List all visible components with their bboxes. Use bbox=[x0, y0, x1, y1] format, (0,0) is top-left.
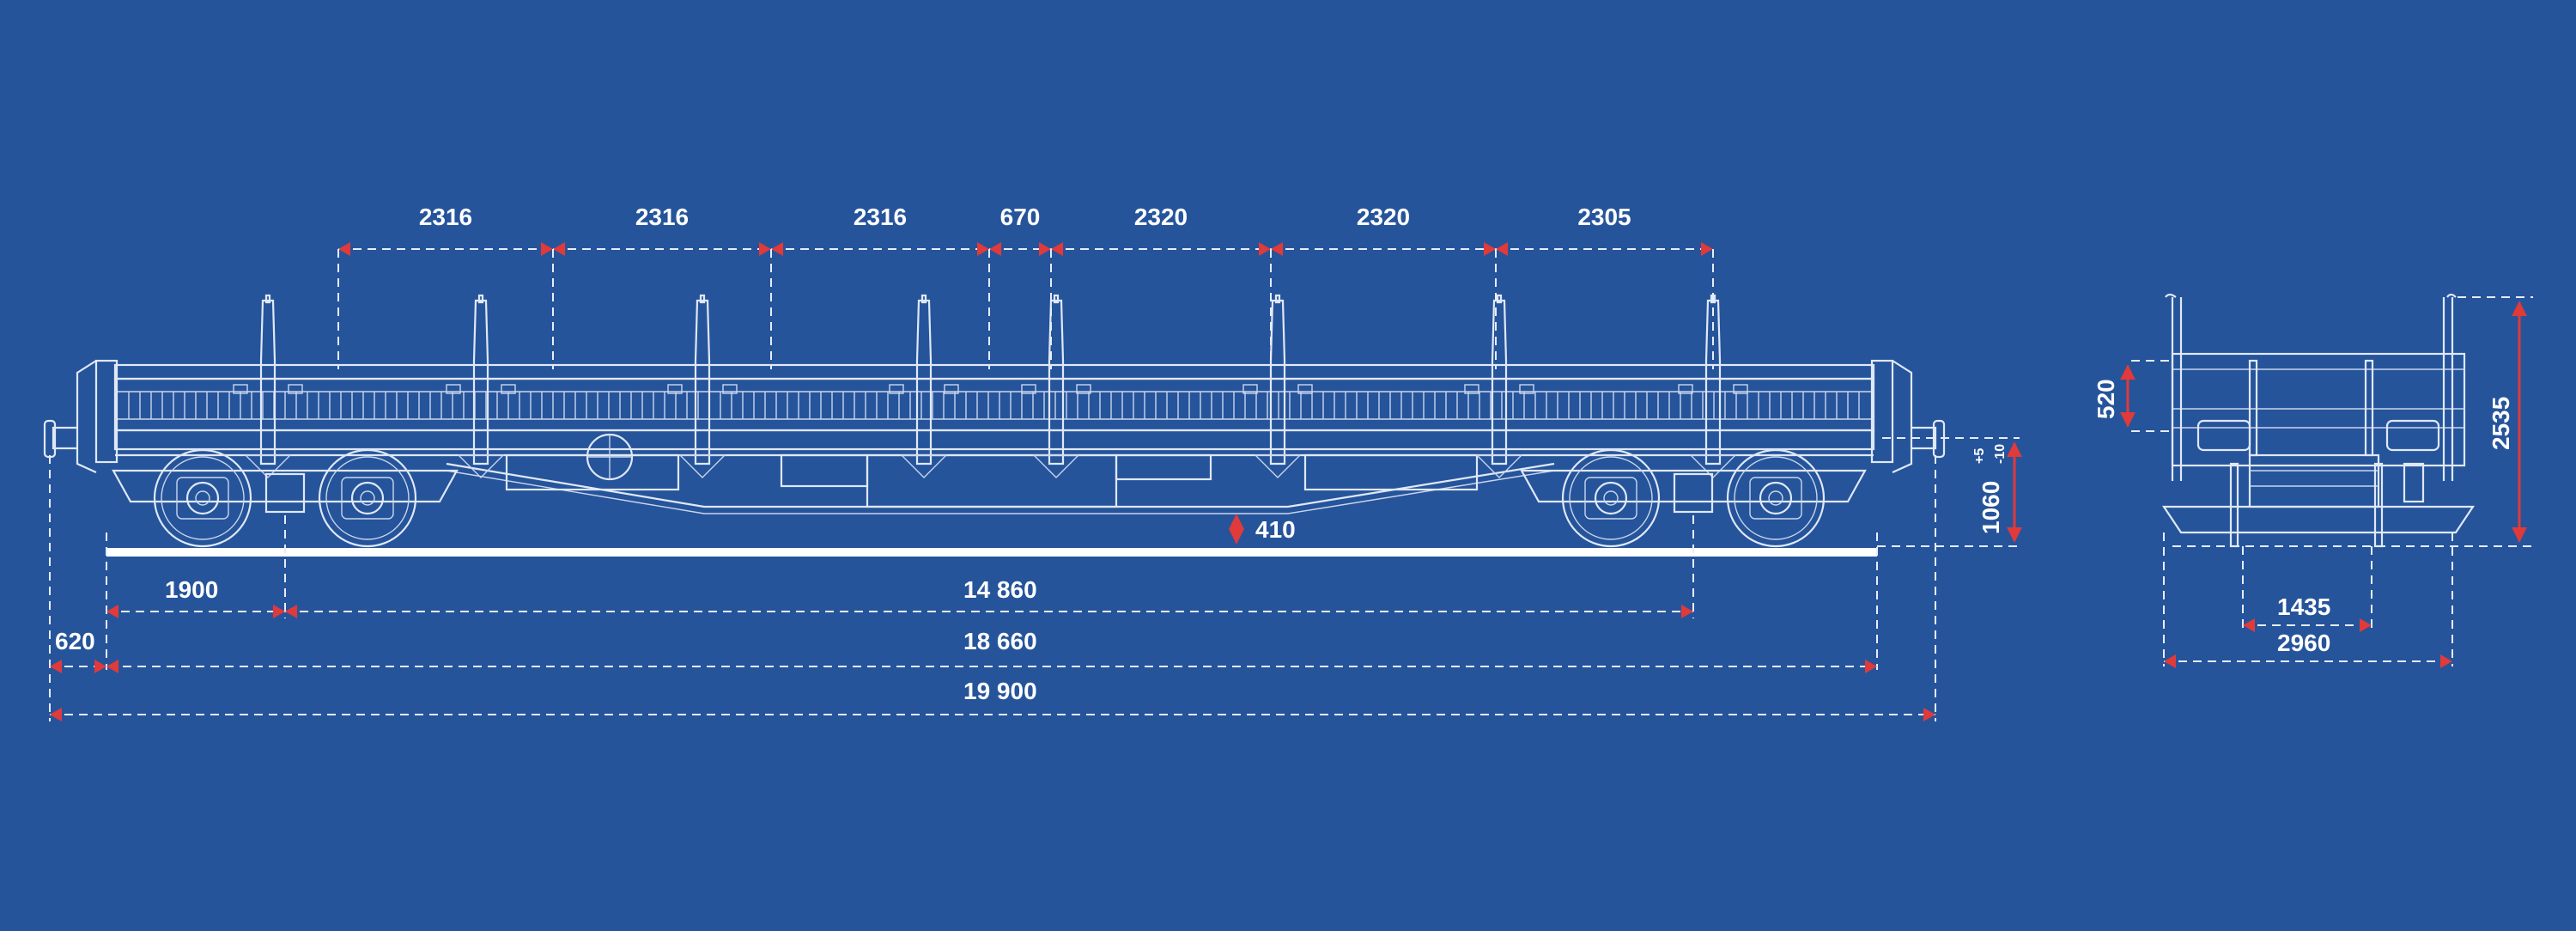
overhang-label: 620 bbox=[55, 628, 95, 654]
coupler-length-label: 19 900 bbox=[963, 678, 1037, 704]
stake-spacing-dims: 2316 2316 2316 670 2320 2320 2305 bbox=[337, 204, 1714, 369]
stake bbox=[667, 294, 738, 478]
length-dims: 1900 14 860 620 18 660 19 900 bbox=[49, 455, 1936, 721]
stake bbox=[233, 294, 303, 478]
side-view: 2316 2316 2316 670 2320 2320 2305 410 1060 +5 … bbox=[43, 204, 2022, 721]
clearance-dim: 410 bbox=[1229, 514, 1296, 545]
wheel bbox=[153, 448, 252, 548]
stake-spacing-label: 2316 bbox=[635, 204, 689, 230]
stake bbox=[889, 294, 959, 478]
stake-spacing-label: 2305 bbox=[1577, 204, 1631, 230]
bogie bbox=[112, 448, 459, 548]
wheel bbox=[1726, 448, 1826, 548]
wheel bbox=[318, 448, 417, 548]
bogie-centers-label: 14 860 bbox=[963, 576, 1037, 603]
wheel bbox=[1561, 448, 1661, 548]
bogie bbox=[1520, 448, 1867, 548]
stake bbox=[1021, 294, 1091, 478]
stake-spacing-label: 2320 bbox=[1357, 204, 1410, 230]
frame-length-label: 18 660 bbox=[963, 628, 1037, 654]
bogies bbox=[112, 448, 1867, 548]
side-board-ribs bbox=[128, 392, 1860, 419]
stake bbox=[1464, 294, 1534, 478]
truck-wheelbase-label: 1900 bbox=[165, 576, 218, 603]
stake-spacing-label: 2316 bbox=[419, 204, 472, 230]
track-gauge-label: 1435 bbox=[2277, 593, 2330, 620]
stake-height-label: 520 bbox=[2093, 379, 2119, 419]
deck-height-label: 1060 bbox=[1978, 481, 2004, 534]
deck-height-dim: 1060 +5 -10 bbox=[1877, 437, 2022, 547]
end-view: 2535 520 1435 2960 bbox=[2093, 293, 2533, 668]
total-height-label: 2535 bbox=[2488, 397, 2514, 450]
clearance-label: 410 bbox=[1255, 516, 1296, 543]
stake-spacing-label: 670 bbox=[1000, 204, 1041, 230]
stake bbox=[1242, 294, 1313, 478]
deck-tolerance-plus: +5 bbox=[1972, 448, 1987, 464]
total-width-label: 2960 bbox=[2277, 630, 2330, 656]
deck-tolerance-minus: -10 bbox=[1993, 444, 2008, 464]
stake bbox=[446, 294, 516, 478]
stake-spacing-label: 2320 bbox=[1134, 204, 1188, 230]
stakes bbox=[233, 294, 1748, 478]
stake-spacing-label: 2316 bbox=[854, 204, 907, 230]
car-body bbox=[43, 359, 1946, 514]
